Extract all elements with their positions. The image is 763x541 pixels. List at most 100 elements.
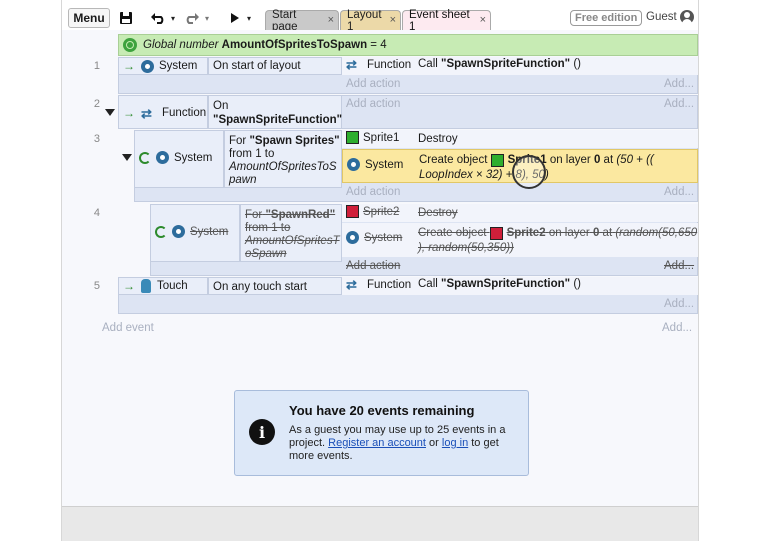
- condition-object[interactable]: → Touch: [118, 277, 208, 295]
- condition-label: On: [213, 100, 229, 112]
- user-icon[interactable]: [680, 10, 694, 24]
- arrow-right-icon: →: [123, 59, 135, 73]
- action-row[interactable]: Sprite1 Destroy: [342, 130, 698, 148]
- action-at-label: at: [602, 227, 613, 239]
- action-row[interactable]: Sprite2 Destroy: [342, 204, 698, 222]
- notice-body: As a guest you may use up to 25 events i…: [289, 424, 521, 463]
- event-number: 4: [93, 207, 100, 219]
- action-row[interactable]: ⇄ Function Call "SpawnSpriteFunction" (): [342, 277, 698, 295]
- tab-event-sheet-1[interactable]: Event sheet 1 ×: [402, 9, 491, 33]
- action-label: Destroy: [418, 207, 458, 219]
- action-verb: Create object: [418, 227, 487, 239]
- redo-dropdown-icon[interactable]: ▾: [204, 13, 209, 23]
- action-function-name: "SpawnSpriteFunction": [441, 278, 571, 290]
- event-number: 2: [93, 98, 100, 110]
- notice-text-end: to get more events.: [289, 437, 499, 462]
- global-var-prefix: Global number: [143, 39, 219, 51]
- sprite2-icon: [346, 205, 359, 218]
- action-row[interactable]: ⇄ Function Call "SpawnSpriteFunction" (): [342, 57, 698, 75]
- collapse-arrow-icon[interactable]: [105, 109, 115, 116]
- tab-start-page[interactable]: Start page ×: [265, 9, 339, 33]
- condition-object[interactable]: → System: [118, 57, 208, 75]
- add-more-link[interactable]: Add...: [664, 298, 695, 310]
- add-action-link[interactable]: Add action: [346, 186, 401, 198]
- condition-text[interactable]: On start of layout: [208, 57, 342, 75]
- condition-object-label: Function: [162, 107, 207, 119]
- play-icon[interactable]: [228, 9, 242, 27]
- collapse-arrow-icon[interactable]: [122, 154, 132, 161]
- login-link[interactable]: log in: [441, 437, 469, 449]
- action-function-name: "SpawnSpriteFunction": [441, 58, 571, 70]
- for-label: For: [229, 135, 247, 147]
- action-at-label: at: [603, 154, 614, 166]
- mouse-cursor-highlight: [512, 155, 546, 189]
- tab-label: Layout 1: [347, 8, 382, 33]
- play-dropdown-icon[interactable]: ▾: [246, 13, 251, 23]
- action-object-label: System: [365, 158, 404, 171]
- register-link[interactable]: Register an account: [328, 437, 426, 449]
- add-event-link[interactable]: Add event: [102, 322, 154, 334]
- menu-button[interactable]: Menu: [68, 8, 110, 28]
- redo-icon[interactable]: [182, 9, 202, 27]
- action-object-label: Sprite1: [363, 131, 400, 144]
- arrow-right-icon: →: [123, 106, 135, 120]
- loop-range: from 1 to: [245, 222, 291, 234]
- function-icon: ⇄: [346, 57, 357, 72]
- condition-object-label: System: [159, 60, 198, 72]
- save-icon[interactable]: [118, 9, 134, 27]
- close-icon[interactable]: ×: [327, 14, 334, 26]
- action-x-expr: (50 + ((: [616, 154, 654, 166]
- condition-object-label: Touch: [157, 280, 188, 292]
- global-var-value: = 4: [370, 39, 387, 51]
- touch-icon: [141, 279, 151, 293]
- notice-or: or: [429, 437, 439, 449]
- loop-variable-cont: pawn: [229, 174, 257, 186]
- close-icon[interactable]: ×: [479, 14, 486, 26]
- loop-name: "SpawnRed": [265, 209, 336, 221]
- condition-object-label: System: [174, 151, 213, 164]
- free-edition-badge[interactable]: Free edition: [570, 10, 643, 26]
- gear-icon: [172, 225, 185, 238]
- add-more-link[interactable]: Add...: [664, 78, 695, 90]
- add-more-link[interactable]: Add...: [662, 322, 693, 334]
- guest-limit-notice: i You have 20 events remaining As a gues…: [234, 390, 529, 476]
- add-more-link[interactable]: Add...: [664, 98, 695, 110]
- condition-object[interactable]: System: [150, 204, 240, 262]
- add-action-link[interactable]: Add action: [346, 78, 401, 90]
- global-variable-row[interactable]: Global number AmountOfSpritesToSpawn = 4: [118, 34, 698, 56]
- action-object-label: Function: [367, 58, 412, 71]
- action-object-label: System: [364, 231, 403, 244]
- toolbar: Menu ▾ ▾ ▾ Start page × Layout 1 × Event…: [62, 6, 698, 33]
- function-icon: ⇄: [346, 277, 357, 292]
- add-more-link[interactable]: Add...: [664, 260, 695, 272]
- loop-variable: AmountOfSpritesToS: [229, 161, 337, 173]
- loop-range: from 1 to: [229, 148, 275, 160]
- close-icon[interactable]: ×: [389, 14, 396, 26]
- add-action-link[interactable]: Add action: [346, 260, 401, 272]
- condition-function-name: "SpawnSpriteFunction": [213, 114, 343, 126]
- action-verb: Call: [418, 278, 438, 290]
- undo-dropdown-icon[interactable]: ▾: [170, 13, 175, 23]
- condition-object[interactable]: System: [134, 130, 224, 188]
- condition-text[interactable]: For "Spawn Sprites" from 1 to AmountOfSp…: [224, 130, 342, 188]
- undo-icon[interactable]: [148, 9, 168, 27]
- action-args: (): [573, 278, 581, 290]
- condition-text[interactable]: On any touch start: [208, 277, 342, 295]
- condition-text[interactable]: For "SpawnRed" from 1 to AmountOfSprites…: [240, 204, 342, 262]
- notice-text: As a guest you may use up to 25 events i…: [289, 424, 506, 449]
- action-layer-label: on layer: [549, 154, 591, 166]
- action-layer-value: 0: [592, 227, 600, 239]
- condition-text[interactable]: On "SpawnSpriteFunction": [208, 95, 342, 129]
- condition-object[interactable]: → ⇄ Function: [118, 95, 208, 129]
- action-row[interactable]: System Create object Sprite2 on layer 0 …: [342, 223, 698, 257]
- add-action-link[interactable]: Add action: [346, 98, 401, 110]
- action-sprite-name: Sprite2: [506, 227, 546, 239]
- add-more-link[interactable]: Add...: [664, 186, 695, 198]
- event-number: 5: [93, 280, 100, 292]
- event-sheet: Global number AmountOfSpritesToSpawn = 4…: [62, 30, 698, 510]
- condition-label: On any touch start: [213, 281, 307, 293]
- guest-label[interactable]: Guest: [646, 11, 677, 23]
- sprite1-icon: [346, 131, 359, 144]
- tab-layout-1[interactable]: Layout 1 ×: [340, 8, 401, 33]
- arrow-right-icon: →: [123, 279, 135, 293]
